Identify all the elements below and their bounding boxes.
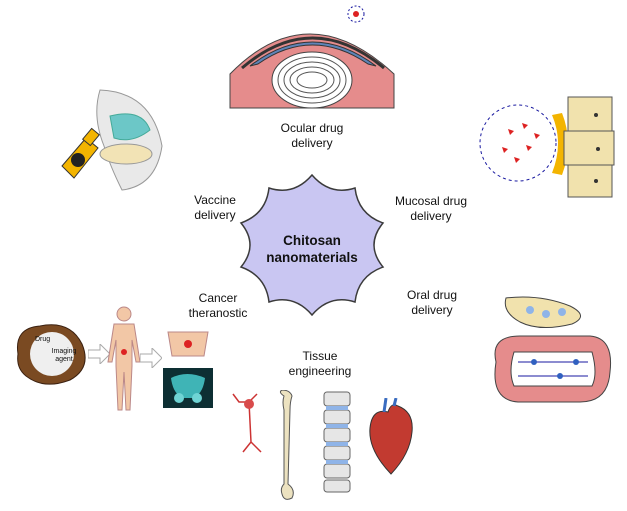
center-label: Chitosan nanomaterials (266, 233, 358, 265)
heart-icon (369, 398, 413, 475)
label-vaccine: Vaccine delivery (194, 193, 236, 222)
center-star-shape (239, 173, 385, 317)
nanoparticle-icon (16, 324, 86, 385)
pelvis-icon (167, 331, 209, 357)
nasal-spray-icon (61, 89, 163, 191)
spine-icon (323, 391, 351, 493)
label-ocular: Ocular drug delivery (280, 121, 344, 150)
arrow-icon (88, 344, 110, 364)
human-body-icon (107, 306, 141, 411)
pelvis-scan-icon (163, 368, 213, 408)
imaging-agent-label: Imaging agent (51, 348, 77, 363)
drug-label: Drug (35, 336, 51, 343)
label-tissue: Tissue engineering (288, 349, 352, 378)
label-cancer: Cancer theranostic (188, 291, 248, 320)
label-mucosal: Mucosal drug delivery (394, 194, 468, 223)
mucosa-cells-icon (479, 96, 615, 198)
femur-icon (279, 390, 294, 500)
intestine-icon (494, 296, 612, 403)
neuron-icon (232, 393, 262, 453)
eye-icon (229, 5, 395, 109)
arrow-icon (140, 348, 162, 368)
label-oral: Oral drug delivery (406, 288, 458, 317)
